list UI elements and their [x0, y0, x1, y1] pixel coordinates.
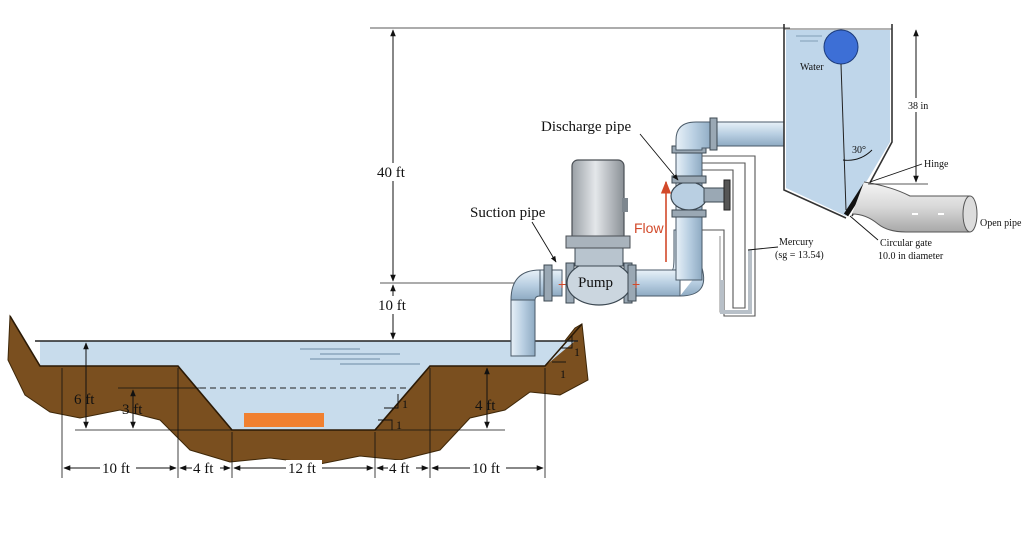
pond-outline [9, 315, 583, 431]
pressure-tap-discharge: + [632, 276, 640, 292]
mercury-label: Mercury [779, 237, 813, 248]
angle-arc [842, 149, 873, 161]
label-4ft-vertical: 4 ft [475, 398, 496, 414]
tank-water [786, 30, 890, 216]
label-10ft: 10 ft [378, 298, 407, 314]
label-40ft: 40 ft [377, 165, 406, 181]
open-pipe [851, 181, 978, 233]
suction-pipe-label: Suction pipe [470, 205, 546, 221]
discharge-pipe [627, 117, 785, 302]
mercury-fill [720, 250, 752, 314]
hinge-label: Hinge [924, 159, 949, 170]
water-label: Water [800, 62, 824, 73]
slope-label-1b: 1 [396, 418, 402, 432]
slope-label-1c: 1 [574, 345, 580, 359]
slope-label-1a: 1 [402, 397, 408, 411]
discharge-pipe-label: Discharge pipe [541, 119, 631, 135]
pump-label: Pump [578, 275, 613, 291]
angle-label: 30° [852, 145, 866, 156]
suction-pipe-leader [531, 221, 557, 263]
pressure-tap-suction: + [558, 276, 566, 292]
discharge-pipe-leader [639, 133, 679, 181]
tank-ripples [796, 35, 822, 42]
label-6ft: 6 ft [74, 392, 95, 408]
label-width-12: 12 ft [288, 461, 317, 477]
mercury-leader [747, 246, 779, 251]
slope-label-1d: 1 [560, 367, 566, 381]
water-ripples [300, 348, 420, 365]
label-width-4-right: 4 ft [389, 461, 410, 477]
label-width-10-right: 10 ft [472, 461, 501, 477]
gate-diameter-label: 10.0 in diameter [878, 251, 944, 262]
float-ball [823, 29, 859, 65]
label-width-4-left: 4 ft [193, 461, 214, 477]
open-pipe-label: Open pipe [980, 218, 1022, 229]
mercury-sg-label: (sg = 13.54) [775, 250, 824, 261]
gate-label: Circular gate [880, 238, 932, 249]
slope-indicator-right [552, 336, 573, 363]
flow-label: Flow [634, 220, 664, 236]
label-38in: 38 in [908, 101, 928, 112]
label-width-10-left: 10 ft [102, 461, 131, 477]
label-3ft: 3 ft [122, 402, 143, 418]
gate-leader [849, 215, 879, 241]
hinge-leader [869, 163, 923, 183]
slope-indicator-left [378, 394, 399, 430]
float-rod [840, 63, 847, 211]
sediment-block [244, 413, 324, 427]
width-extension-lines [61, 368, 546, 478]
pond-water [40, 341, 575, 430]
